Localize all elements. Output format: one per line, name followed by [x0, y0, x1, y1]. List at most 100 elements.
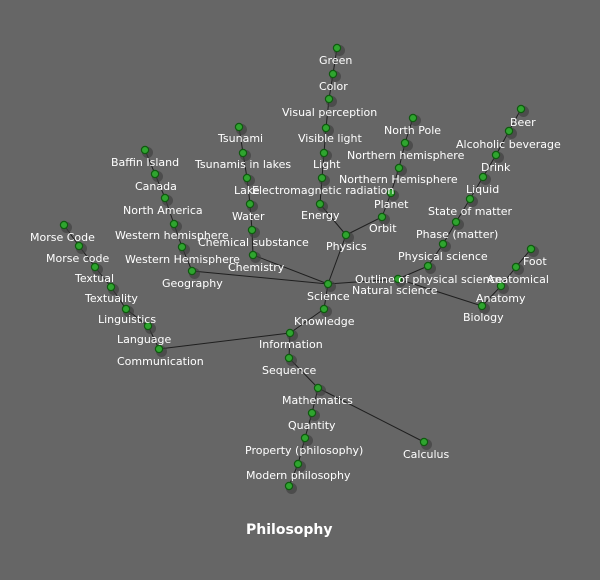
label-natural-science[interactable]: Natural science: [352, 284, 438, 297]
label-beer[interactable]: Beer: [510, 116, 536, 129]
label-sequence[interactable]: Sequence: [262, 364, 316, 377]
node-lake[interactable]: [242, 173, 252, 183]
label-chemical-substance[interactable]: Chemical substance: [198, 236, 309, 249]
label-information[interactable]: Information: [259, 338, 323, 351]
label-tsunamis-in-lakes[interactable]: Tsunamis in lakes: [194, 158, 291, 171]
node-outline-physical-science[interactable]: [423, 261, 433, 271]
label-energy[interactable]: Energy: [301, 209, 340, 222]
node-tsunamis-in-lakes[interactable]: [238, 148, 248, 158]
node-textual[interactable]: [90, 262, 100, 272]
label-western-hemisphere-upper[interactable]: Western Hemisphere: [125, 253, 240, 266]
node-north-america[interactable]: [160, 193, 170, 203]
label-chemistry[interactable]: Chemistry: [228, 261, 285, 274]
label-northern-hemisphere-upper[interactable]: Northern Hemisphere: [339, 173, 458, 186]
node-tsunami[interactable]: [234, 122, 244, 132]
label-morse-code-upper[interactable]: Morse Code: [30, 231, 95, 244]
label-baffin-island[interactable]: Baffin Island: [111, 156, 179, 169]
label-visible-light[interactable]: Visible light: [298, 132, 362, 145]
label-planet[interactable]: Planet: [374, 198, 409, 211]
node-green[interactable]: [332, 43, 342, 53]
node-modern-philosophy[interactable]: [293, 459, 303, 469]
node-northern-hemisphere-lower[interactable]: [400, 138, 410, 148]
node-biology[interactable]: [477, 301, 487, 311]
label-anatomy[interactable]: Anatomy: [476, 292, 526, 305]
node-geography[interactable]: [187, 266, 197, 276]
label-northern-hemisphere-lower[interactable]: Northern hemisphere: [347, 149, 465, 162]
label-visual-perception[interactable]: Visual perception: [282, 106, 377, 119]
label-north-america[interactable]: North America: [123, 204, 203, 217]
node-north-pole[interactable]: [408, 113, 418, 123]
node-electromagnetic-radiation[interactable]: [317, 173, 327, 183]
node-color[interactable]: [328, 69, 338, 79]
node-beer[interactable]: [516, 104, 526, 114]
node-visible-light[interactable]: [321, 123, 331, 133]
label-drink[interactable]: Drink: [481, 161, 511, 174]
node-canada[interactable]: [150, 169, 160, 179]
node-visual-perception[interactable]: [324, 94, 334, 104]
node-communication[interactable]: [154, 344, 164, 354]
label-water[interactable]: Water: [232, 210, 265, 223]
label-modern-philosophy[interactable]: Modern philosophy: [246, 469, 351, 482]
node-foot[interactable]: [526, 244, 536, 254]
label-communication[interactable]: Communication: [117, 355, 204, 368]
node-energy[interactable]: [315, 199, 325, 209]
label-western-hemisphere-lower[interactable]: Western hemisphere: [115, 229, 229, 242]
label-textuality[interactable]: Textuality: [84, 292, 138, 305]
node-natural-science[interactable]: [393, 274, 403, 284]
node-anatomical[interactable]: [511, 262, 521, 272]
node-anatomy[interactable]: [496, 281, 506, 291]
node-mathematics[interactable]: [313, 383, 323, 393]
node-chemical-substance[interactable]: [247, 225, 257, 235]
label-physics[interactable]: Physics: [326, 240, 367, 253]
node-sequence[interactable]: [284, 353, 294, 363]
label-alcoholic-beverage[interactable]: Alcoholic beverage: [456, 138, 561, 151]
label-state-of-matter[interactable]: State of matter: [428, 205, 513, 218]
label-anatomical[interactable]: Anatomical: [487, 273, 549, 286]
label-language[interactable]: Language: [117, 333, 172, 346]
label-color[interactable]: Color: [319, 80, 348, 93]
node-quantity[interactable]: [307, 408, 317, 418]
label-outline-physical-science[interactable]: Outline of physical science: [355, 273, 503, 286]
node-philosophy[interactable]: [284, 481, 294, 491]
label-north-pole[interactable]: North Pole: [384, 124, 441, 137]
node-light[interactable]: [319, 148, 329, 158]
label-calculus[interactable]: Calculus: [403, 448, 450, 461]
label-orbit[interactable]: Orbit: [369, 222, 397, 235]
label-light[interactable]: Light: [313, 158, 341, 171]
node-calculus[interactable]: [419, 437, 429, 447]
node-language[interactable]: [143, 321, 153, 331]
node-western-hemisphere-upper[interactable]: [177, 242, 187, 252]
node-planet[interactable]: [386, 188, 396, 198]
node-alcoholic-beverage[interactable]: [504, 126, 514, 136]
label-morse-code-lower[interactable]: Morse code: [46, 252, 109, 265]
label-tsunami[interactable]: Tsunami: [217, 132, 263, 145]
node-state-of-matter[interactable]: [465, 194, 475, 204]
node-physical-science[interactable]: [438, 239, 448, 249]
node-morse-code-lower[interactable]: [74, 241, 84, 251]
label-science[interactable]: Science: [307, 290, 350, 303]
node-liquid[interactable]: [478, 172, 488, 182]
node-chemistry[interactable]: [248, 250, 258, 260]
node-orbit[interactable]: [377, 212, 387, 222]
label-liquid[interactable]: Liquid: [466, 183, 499, 196]
node-linguistics[interactable]: [121, 304, 131, 314]
label-canada[interactable]: Canada: [135, 180, 177, 193]
node-phase-matter[interactable]: [451, 217, 461, 227]
node-morse-code-upper[interactable]: [59, 220, 69, 230]
node-northern-hemisphere-upper[interactable]: [394, 163, 404, 173]
node-physics[interactable]: [341, 230, 351, 240]
node-drink[interactable]: [491, 150, 501, 160]
node-science[interactable]: [323, 279, 333, 289]
label-geography[interactable]: Geography: [162, 277, 223, 290]
label-physical-science[interactable]: Physical science: [398, 250, 488, 263]
node-western-hemisphere-lower[interactable]: [169, 219, 179, 229]
node-baffin-island[interactable]: [140, 145, 150, 155]
node-water[interactable]: [245, 199, 255, 209]
node-knowledge[interactable]: [319, 304, 329, 314]
label-knowledge[interactable]: Knowledge: [294, 315, 355, 328]
label-biology[interactable]: Biology: [463, 311, 504, 324]
label-foot[interactable]: Foot: [523, 255, 547, 268]
label-lake[interactable]: Lake: [234, 184, 260, 197]
label-electromagnetic-radiation[interactable]: Electromagnetic radiation: [252, 184, 394, 197]
label-quantity[interactable]: Quantity: [288, 419, 336, 432]
